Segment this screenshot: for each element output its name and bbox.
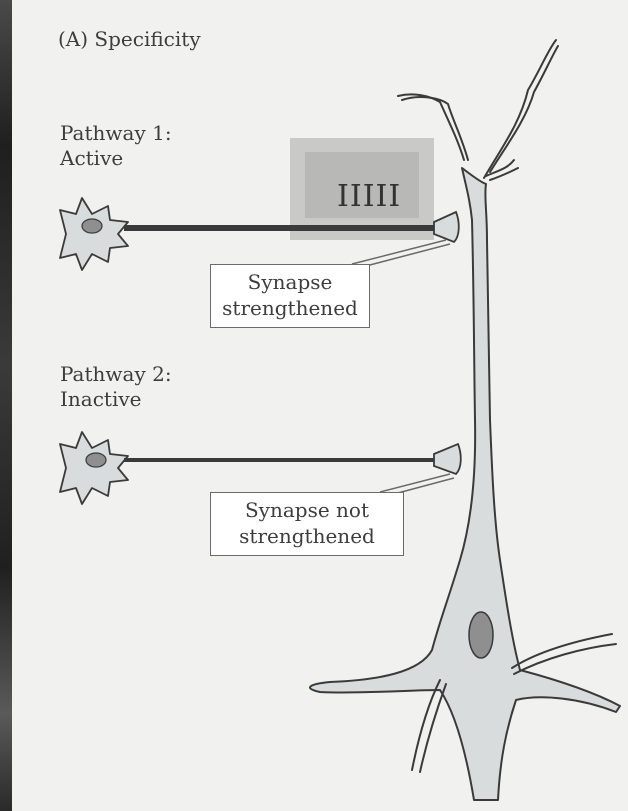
pathway-1-axon [124, 225, 436, 231]
callout-synapse-not-strengthened: Synapse not strengthened [210, 492, 404, 556]
panel-title: (A) Specificity [58, 27, 201, 52]
pathway-2-synaptic-terminal [434, 444, 461, 474]
stimulus-marks: IIIII [337, 179, 401, 214]
pathway-2-nucleus [86, 453, 106, 467]
pathway-2-soma [60, 432, 128, 504]
pathway-1-name: Pathway 1: [60, 121, 172, 146]
pathway-2-state: Inactive [60, 387, 172, 412]
pathway-2-axon [124, 458, 436, 462]
callout-2-line-1: Synapse not [219, 497, 395, 523]
callout-1-line-2: strengthened [219, 295, 361, 321]
postsynaptic-nucleus [469, 612, 493, 658]
pathway-1-state: Active [60, 146, 172, 171]
pathway-1-nucleus [82, 219, 102, 233]
callout-synapse-strengthened: Synapse strengthened [210, 264, 370, 328]
callout-2-line-2: strengthened [219, 523, 395, 549]
pathway-2-label: Pathway 2: Inactive [60, 362, 172, 412]
pathway-2-name: Pathway 2: [60, 362, 172, 387]
pathway-1-label: Pathway 1: Active [60, 121, 172, 171]
pathway-1-synaptic-terminal [434, 212, 459, 242]
pathway-1-soma [60, 198, 128, 270]
callout-1-line-1: Synapse [219, 269, 361, 295]
